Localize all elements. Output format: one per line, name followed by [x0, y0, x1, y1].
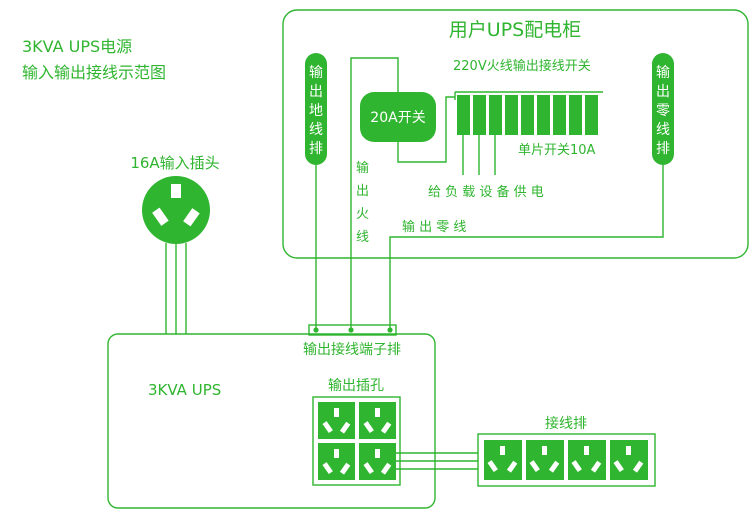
terminal-block-label: 输出接线端子排 — [303, 341, 401, 358]
strip-socket — [568, 440, 606, 480]
input-plug-cable — [165, 243, 187, 334]
neutral-bar: 输 出 零 线 排 — [652, 53, 674, 165]
output-sockets — [312, 396, 401, 486]
neutral-bar-char: 线 — [656, 122, 670, 138]
output-socket — [359, 402, 396, 439]
breaker — [569, 95, 582, 135]
diagram-title-line1: 3KVA UPS电源 — [22, 37, 132, 56]
output-socket — [318, 402, 355, 439]
live-out-char: 出 — [356, 184, 369, 199]
load-output-wires — [462, 135, 496, 175]
sockets-label: 输出插孔 — [328, 378, 384, 394]
ground-bar-char: 线 — [309, 122, 323, 138]
strip-cable — [396, 452, 478, 470]
input-plug-label: 16A输入插头 — [130, 154, 219, 172]
ground-bar-char: 地 — [309, 103, 323, 119]
input-plug — [142, 176, 210, 244]
ups-name: 3KVA UPS — [148, 381, 221, 399]
output-socket — [318, 443, 355, 480]
output-terminal-block — [308, 324, 397, 336]
strip-socket — [526, 440, 564, 480]
power-strip — [477, 433, 656, 487]
neutral-wire — [389, 165, 664, 330]
breaker — [521, 95, 534, 135]
ups-unit — [107, 333, 436, 509]
breaker — [553, 95, 566, 135]
cabinet-title: 用户UPS配电柜 — [449, 19, 581, 41]
cabinet-frame — [282, 9, 749, 259]
switch-to-breakers-wire — [397, 96, 455, 163]
ground-bar-char: 输 — [309, 65, 323, 81]
live-wire — [350, 57, 399, 330]
breaker-row — [454, 91, 603, 135]
breaker — [473, 95, 486, 135]
neutral-bar-char: 出 — [656, 84, 670, 100]
live-out-char: 输 — [356, 160, 369, 176]
neutral-bar-char: 排 — [656, 141, 670, 157]
breaker — [585, 95, 598, 135]
supply-note: 给 负 载 设 备 供 电 — [428, 184, 544, 200]
breaker — [489, 95, 502, 135]
live-out-char: 火 — [356, 207, 369, 222]
live-out-char: 线 — [356, 230, 369, 245]
ground-bar-char: 出 — [309, 84, 323, 100]
strip-socket — [484, 440, 522, 480]
breaker-row-label: 220V火线输出接线开关 — [453, 58, 591, 74]
breaker — [457, 95, 470, 135]
power-strip-label: 接线排 — [545, 415, 587, 432]
breaker — [505, 95, 518, 135]
ground-bar-char: 排 — [309, 141, 323, 157]
diagram-title-line2: 输入输出接线示范图 — [22, 63, 166, 82]
main-switch — [360, 92, 436, 142]
ground-bar: 输 出 地 线 排 — [305, 53, 327, 165]
neutral-bar-char: 零 — [656, 103, 670, 119]
single-switch-label: 单片开关10A — [518, 143, 596, 158]
strip-socket — [610, 440, 648, 480]
breaker — [537, 95, 550, 135]
neutral-out-label: 输 出 零 线 — [402, 219, 466, 235]
output-socket — [359, 443, 396, 480]
neutral-bar-char: 输 — [656, 65, 670, 81]
main-switch-label: 20A开关 — [370, 110, 425, 126]
